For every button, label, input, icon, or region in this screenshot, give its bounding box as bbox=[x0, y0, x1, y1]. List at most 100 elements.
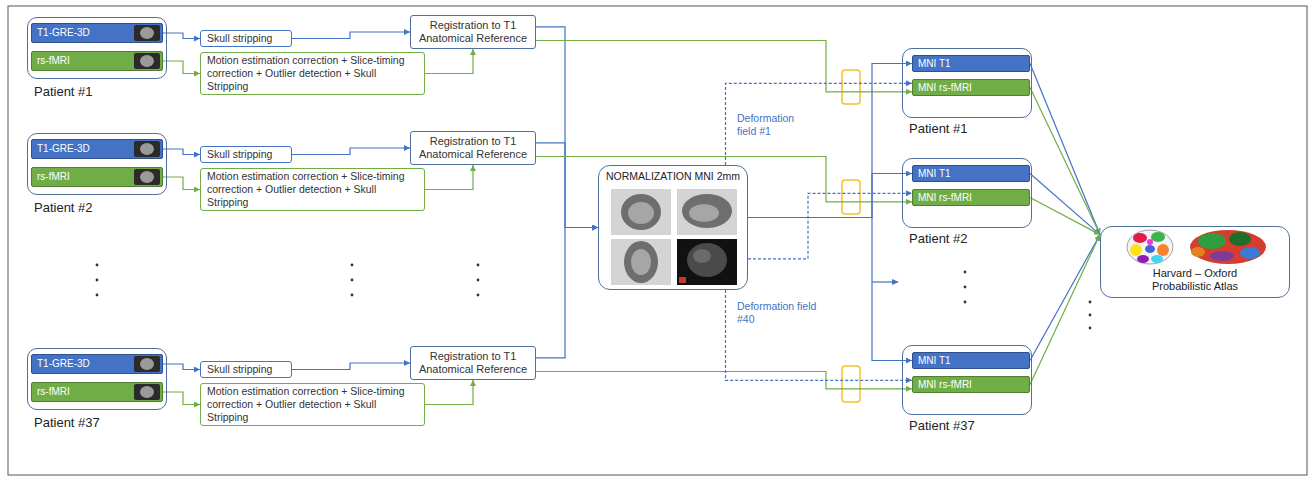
brain-shape bbox=[140, 55, 154, 67]
patient-group: Patient #1T1-GRE-3Drs-fMRI bbox=[27, 17, 167, 79]
scan-bar: T1-GRE-3D bbox=[31, 354, 163, 374]
scan-bar-text: MNI rs-fMRI bbox=[918, 190, 972, 205]
connector bbox=[1030, 235, 1100, 385]
brain-thumbnail bbox=[134, 53, 160, 69]
scan-bar-text: T1-GRE-3D bbox=[37, 24, 90, 42]
branch-arrow bbox=[872, 279, 899, 285]
connector bbox=[1030, 235, 1100, 361]
scan-bar: MNI rs-fMRI bbox=[912, 376, 1030, 393]
connector bbox=[1030, 64, 1100, 235]
scan-bar: T1-GRE-3D bbox=[31, 23, 163, 43]
brain-thumbnail bbox=[134, 169, 160, 185]
connector bbox=[536, 41, 912, 92]
scan-bar-text: MNI T1 bbox=[918, 56, 951, 71]
patient-group: Patient #2MNI T1MNI rs-fMRI bbox=[902, 158, 1032, 228]
edge-label: Deformation field #1 bbox=[735, 112, 815, 138]
connector bbox=[1030, 88, 1100, 235]
connector bbox=[536, 143, 598, 228]
scan-bar-text: MNI rs-fMRI bbox=[918, 80, 972, 95]
brain-shape bbox=[140, 386, 154, 398]
scan-bar: rs-fMRI bbox=[31, 167, 163, 187]
scan-bar-text: rs-fMRI bbox=[37, 168, 70, 186]
brain-thumbnail bbox=[134, 141, 160, 157]
connector bbox=[425, 380, 473, 405]
normalization-box: NORMALIZATION MNI 2mm bbox=[598, 165, 748, 290]
process-box-text: Skull stripping bbox=[207, 148, 272, 161]
connector bbox=[425, 49, 473, 74]
scan-bar-text: MNI T1 bbox=[918, 166, 951, 181]
deformation-connector bbox=[726, 83, 913, 165]
connector bbox=[163, 61, 200, 74]
connector bbox=[748, 218, 912, 361]
scan-bar-text: rs-fMRI bbox=[37, 383, 70, 401]
patient-group: Patient #37MNI T1MNI rs-fMRI bbox=[902, 345, 1032, 415]
edge-label: Deformation field #40 bbox=[735, 300, 819, 326]
deformation-box bbox=[842, 70, 860, 402]
connector bbox=[536, 157, 912, 202]
atlas-images bbox=[1127, 230, 1266, 264]
connector bbox=[748, 174, 912, 218]
connector bbox=[748, 64, 912, 218]
registration-box: Registration to T1 Anatomical Reference bbox=[410, 346, 536, 380]
process-box: Skull stripping bbox=[200, 146, 292, 163]
brain-thumbnail bbox=[134, 25, 160, 41]
connector bbox=[163, 177, 200, 190]
process-box: Motion estimation correction + Slice-tim… bbox=[200, 168, 425, 211]
atlas-box: Harvard – Oxford Probabilistic Atlas bbox=[1100, 226, 1290, 298]
registration-box: Registration to T1 Anatomical Reference bbox=[410, 15, 536, 49]
process-box-text: Motion estimation correction + Slice-tim… bbox=[207, 385, 418, 424]
process-box: Skull stripping bbox=[200, 30, 292, 47]
patient-group: Patient #37T1-GRE-3Drs-fMRI bbox=[27, 348, 167, 410]
connector bbox=[1030, 174, 1100, 235]
patient-label: Patient #2 bbox=[909, 231, 968, 246]
scan-bar: rs-fMRI bbox=[31, 382, 163, 402]
connector bbox=[163, 149, 200, 155]
scan-bar-text: T1-GRE-3D bbox=[37, 140, 90, 158]
deformation-connector bbox=[726, 290, 913, 380]
brain-shape bbox=[140, 143, 154, 155]
scan-bar: MNI T1 bbox=[912, 165, 1030, 182]
scan-bar-text: MNI rs-fMRI bbox=[918, 377, 972, 392]
normalization-box-text: NORMALIZATION MNI 2mm bbox=[606, 170, 740, 182]
connector bbox=[292, 32, 410, 39]
connector bbox=[292, 148, 410, 155]
brain-thumbnail bbox=[134, 384, 160, 400]
registration-box: Registration to T1 Anatomical Reference bbox=[410, 131, 536, 165]
connector bbox=[425, 165, 473, 190]
brain-shape bbox=[140, 358, 154, 370]
patient-label: Patient #37 bbox=[34, 415, 100, 430]
scan-bar-text: MNI T1 bbox=[918, 353, 951, 368]
ellipsis-dots bbox=[96, 264, 1092, 330]
brain-thumbnail bbox=[134, 356, 160, 372]
scan-bar: T1-GRE-3D bbox=[31, 139, 163, 159]
patient-label: Patient #1 bbox=[909, 121, 968, 136]
patient-label: Patient #1 bbox=[34, 84, 93, 99]
scan-bar-text: T1-GRE-3D bbox=[37, 355, 90, 373]
registration-box-text: Registration to T1 Anatomical Reference bbox=[415, 350, 531, 376]
process-box: Motion estimation correction + Slice-tim… bbox=[200, 383, 425, 426]
mni-template-images bbox=[611, 189, 737, 285]
process-box-text: Skull stripping bbox=[207, 32, 272, 45]
connector bbox=[163, 364, 200, 370]
patient-group: Patient #1MNI T1MNI rs-fMRI bbox=[902, 48, 1032, 118]
scan-bar: MNI T1 bbox=[912, 55, 1030, 72]
patient-label: Patient #2 bbox=[34, 200, 93, 215]
process-box: Motion estimation correction + Slice-tim… bbox=[200, 52, 425, 95]
scan-bar: MNI T1 bbox=[912, 352, 1030, 369]
connector bbox=[536, 27, 598, 228]
patient-label: Patient #37 bbox=[909, 418, 975, 433]
process-box-text: Motion estimation correction + Slice-tim… bbox=[207, 54, 418, 93]
scan-bar: MNI rs-fMRI bbox=[912, 79, 1030, 96]
deformation-connector bbox=[748, 193, 912, 258]
process-box: Skull stripping bbox=[200, 361, 292, 378]
registration-box-text: Registration to T1 Anatomical Reference bbox=[415, 19, 531, 45]
connector bbox=[536, 228, 598, 358]
connector bbox=[163, 392, 200, 405]
patient-group: Patient #2T1-GRE-3Drs-fMRI bbox=[27, 133, 167, 195]
connector bbox=[292, 363, 410, 370]
brain-shape bbox=[140, 171, 154, 183]
atlas-box-text: Harvard – Oxford Probabilistic Atlas bbox=[1135, 267, 1255, 293]
registration-box-text: Registration to T1 Anatomical Reference bbox=[415, 135, 531, 161]
outer-frame bbox=[8, 6, 1307, 475]
